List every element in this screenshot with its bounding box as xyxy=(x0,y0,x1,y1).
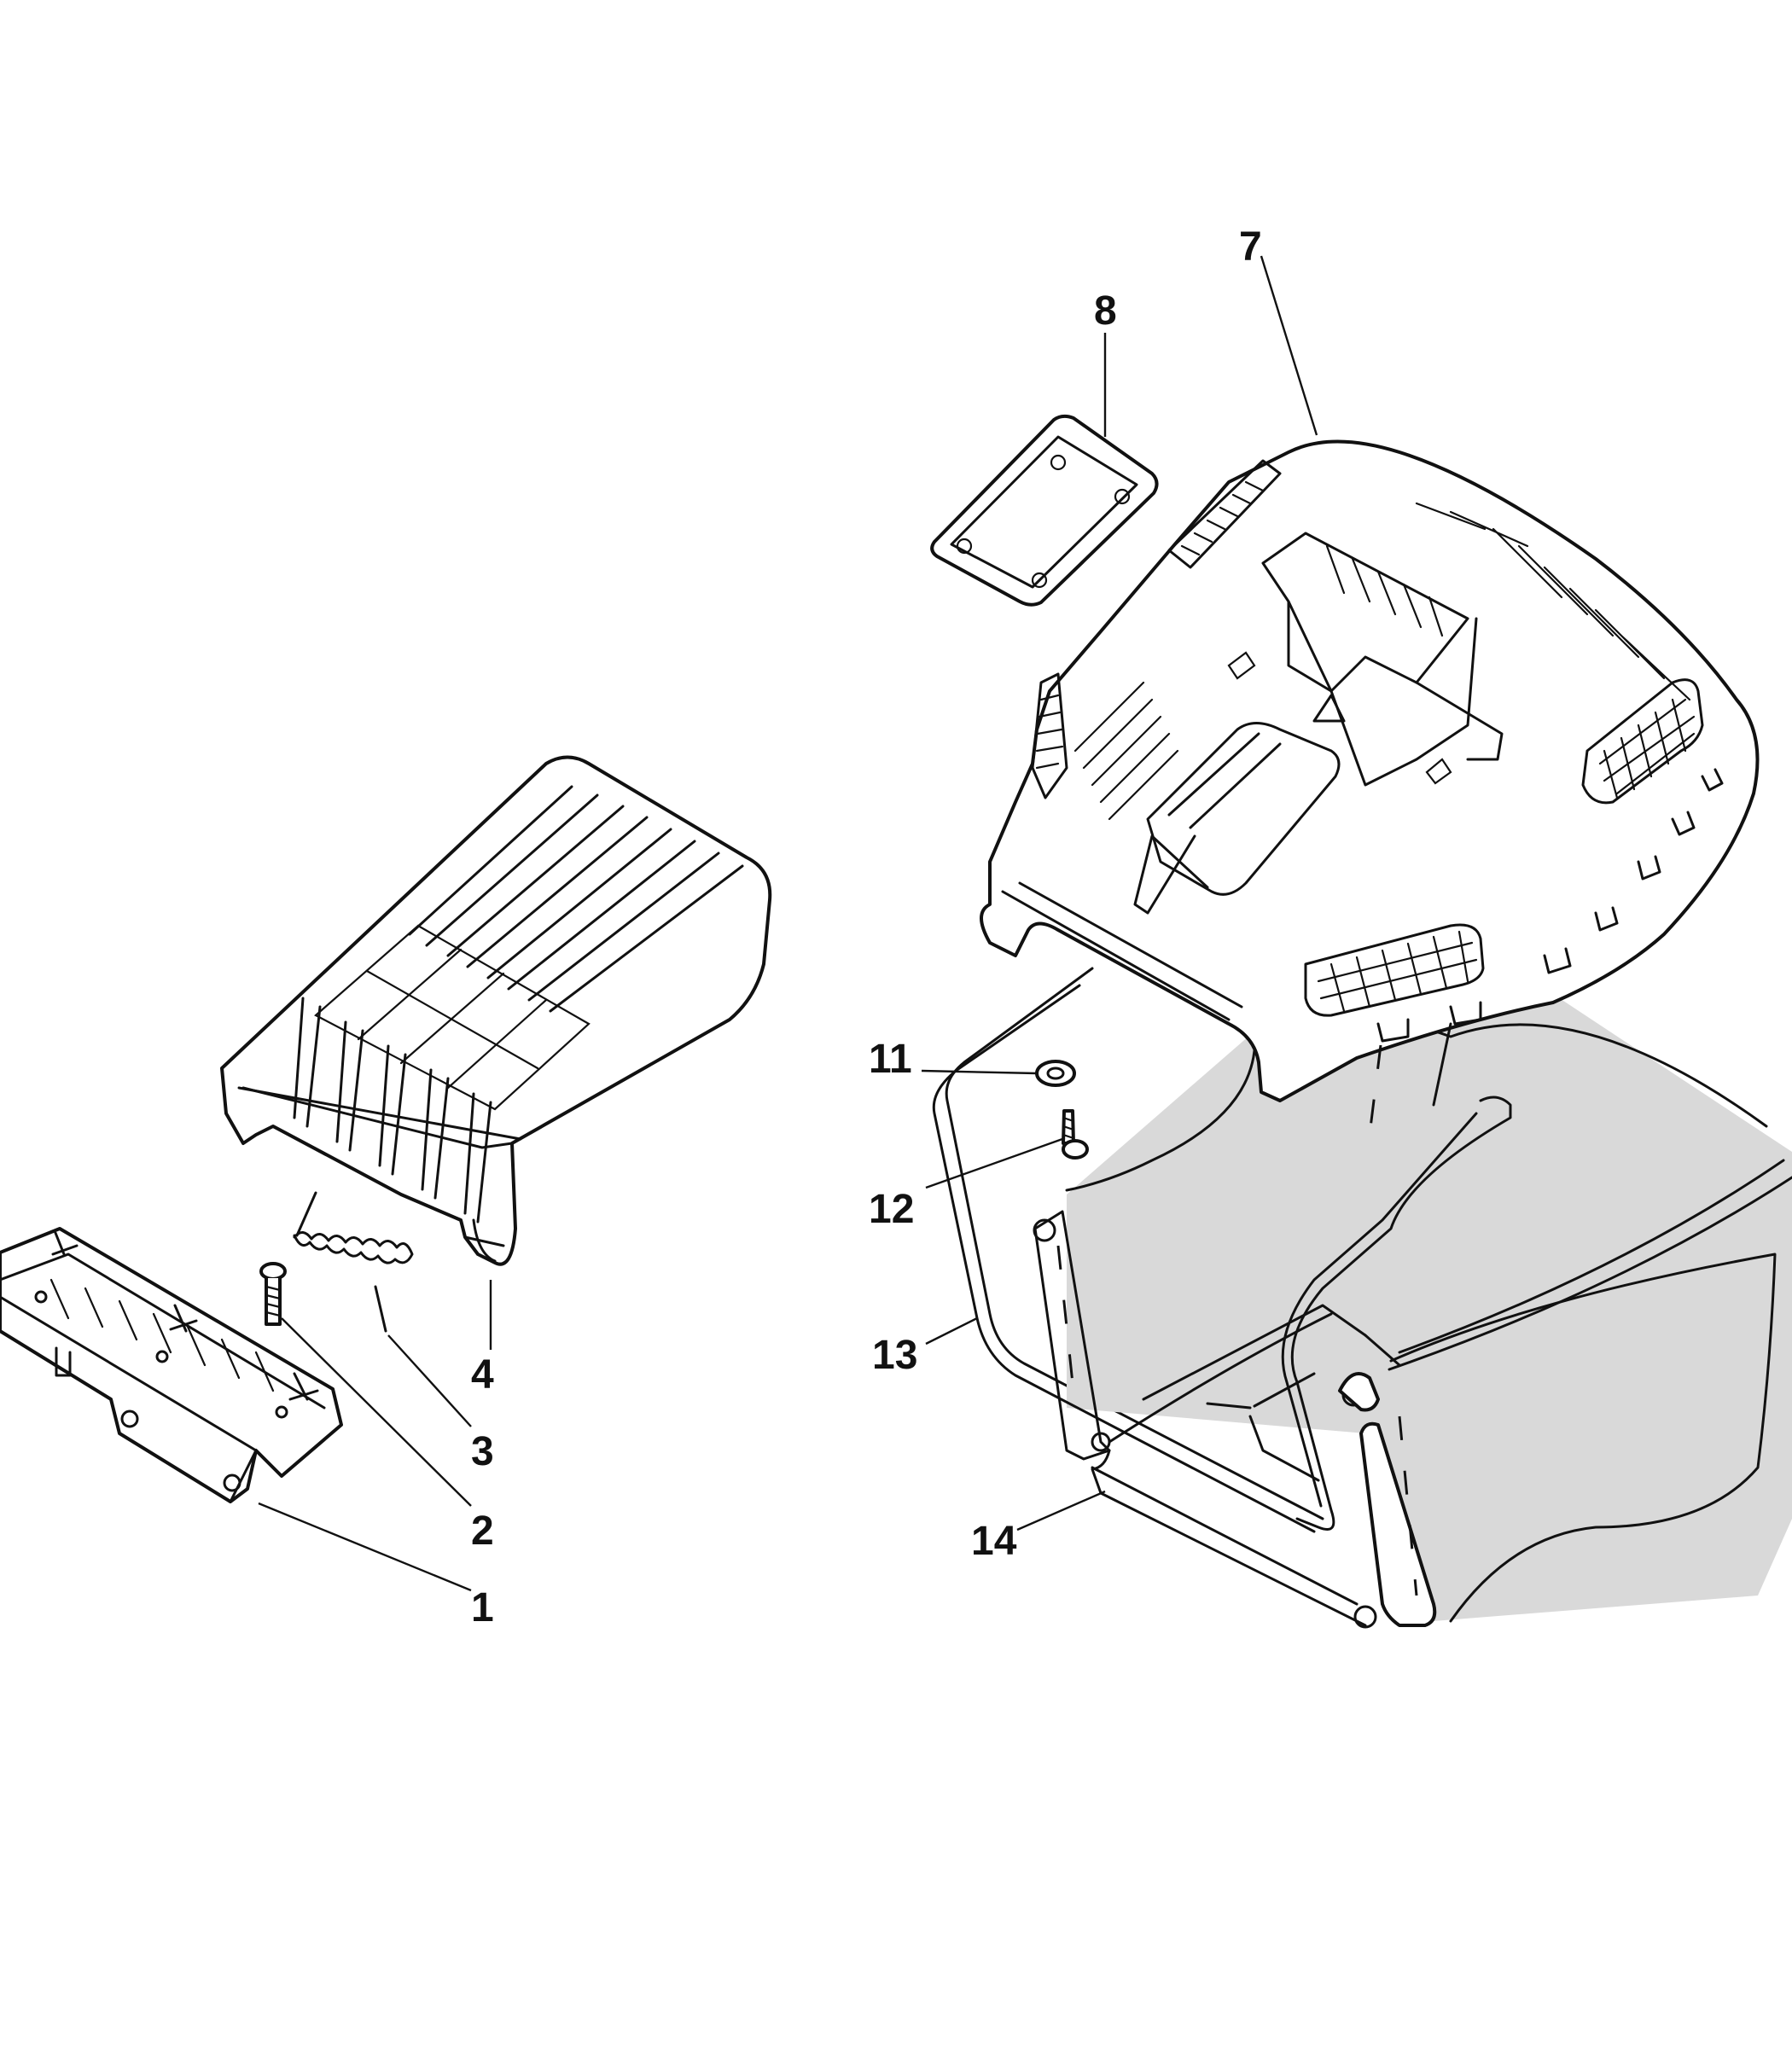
leader-lines xyxy=(258,255,1318,1592)
callout-11: 11 xyxy=(869,1037,912,1082)
part-14-grass-bag xyxy=(1033,994,1792,1629)
part-11-washer xyxy=(1035,1060,1076,1087)
cover-front-ribs xyxy=(293,997,492,1224)
cover-handle-recess xyxy=(1133,532,1504,915)
cover-left-vent xyxy=(1031,672,1068,799)
part-3-spring xyxy=(293,1191,414,1333)
callout-labels: 1 2 3 4 7 8 11 12 13 14 xyxy=(471,224,1262,1630)
cover-edge-tabs xyxy=(1376,768,1724,1043)
part-7-rear-cover xyxy=(980,439,1760,1136)
callout-12: 12 xyxy=(869,1187,914,1232)
part-12-screw xyxy=(1062,1109,1089,1160)
callout-1: 1 xyxy=(471,1585,494,1630)
cover-ribs xyxy=(408,785,744,1013)
cover-right-grill xyxy=(1581,678,1704,805)
callout-2: 2 xyxy=(471,1508,494,1554)
cover-grid-window xyxy=(314,924,591,1111)
cover-top-vent xyxy=(1167,459,1282,569)
callout-7: 7 xyxy=(1239,224,1262,270)
cover-bottom-grill xyxy=(1304,923,1485,1017)
callout-3: 3 xyxy=(471,1429,494,1474)
part-2-screw xyxy=(259,1262,287,1326)
callout-4: 4 xyxy=(471,1352,494,1398)
part-1-hinge-bracket xyxy=(0,1227,343,1503)
callout-13: 13 xyxy=(872,1333,917,1378)
callout-8: 8 xyxy=(1094,288,1117,334)
part-4-flap-cover xyxy=(220,755,772,1266)
cover-surface-lines xyxy=(1073,502,1691,821)
part-8-plate xyxy=(930,414,1159,607)
hinge-slots xyxy=(49,1278,275,1392)
callout-14: 14 xyxy=(971,1519,1017,1564)
